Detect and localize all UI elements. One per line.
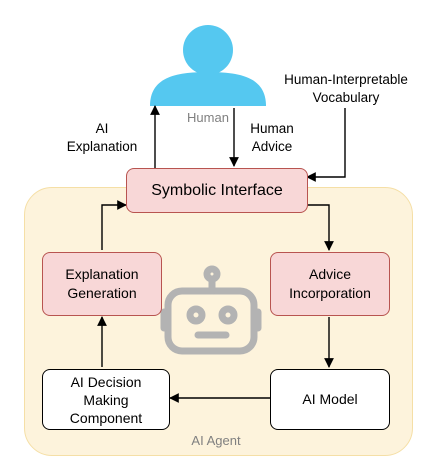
vocabulary-label: Human-Interpretable Vocabulary: [284, 72, 408, 105]
ai-explanation-label: AI Explanation: [66, 121, 138, 154]
arrow-to-symbolic: [101, 200, 127, 250]
robot-icon: [160, 265, 262, 355]
symbolic-interface-box: Symbolic Interface: [126, 168, 308, 213]
human-advice-label: Human Advice: [250, 121, 294, 154]
ai-decision-making-box: AI Decision Making Component: [42, 369, 170, 430]
arrow-to-advice: [307, 204, 334, 251]
human-label: Human: [187, 110, 229, 125]
ai-agent-label: AI Agent: [191, 433, 241, 448]
ai-model-box: AI Model: [270, 369, 390, 430]
arrow-vocabulary: [306, 108, 346, 182]
advice-incorporation-box: Advice Incorporation: [270, 252, 390, 316]
human-icon: [150, 25, 266, 106]
explanation-generation-box: Explanation Generation: [42, 252, 162, 316]
